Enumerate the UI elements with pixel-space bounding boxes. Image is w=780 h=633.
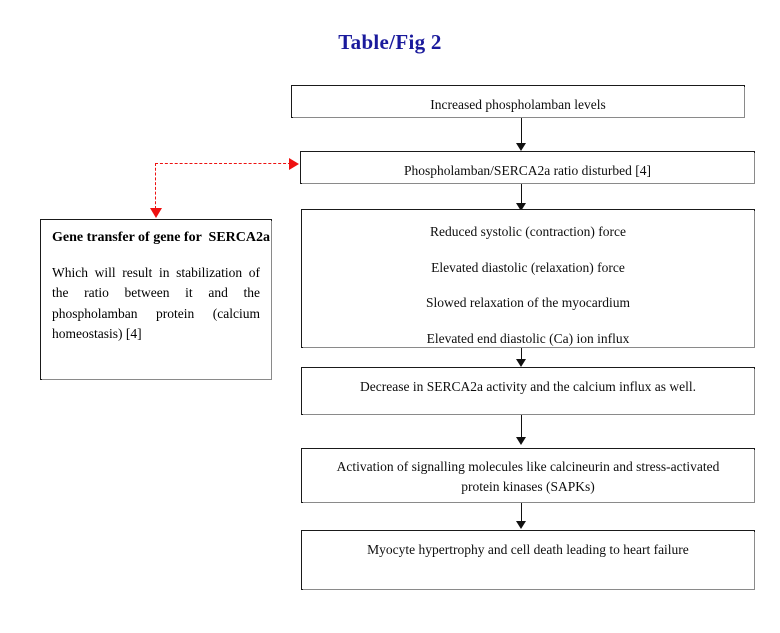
arrowhead-box2-to-box3 — [516, 203, 526, 211]
arrowhead-box3-to-box4 — [516, 359, 526, 367]
effect-line-list: Reduced systolic (contraction) force Ele… — [302, 210, 754, 348]
effect-line: Slowed relaxation of the myocardium — [426, 295, 630, 311]
connector-box1-to-box2 — [521, 118, 522, 146]
flow-box-downstream-effects: Reduced systolic (contraction) force Ele… — [301, 209, 755, 348]
arrowhead-box4-to-box5 — [516, 437, 526, 445]
note-box-gene-transfer: Gene transfer of gene for SERCA2a Which … — [40, 219, 272, 380]
flow-box-label: Phospholamban/SERCA2a ratio disturbed [4… — [403, 163, 652, 178]
flow-box-label: Activation of signalling molecules like … — [336, 459, 720, 494]
effect-line: Reduced systolic (contraction) force — [429, 224, 627, 239]
flow-box-label: Myocyte hypertrophy and cell death leadi… — [367, 542, 689, 557]
arrowhead-box5-to-box6 — [516, 521, 526, 529]
flow-box-increased-phospholamban-levels: Increased phospholamban levels — [291, 85, 745, 118]
red-arrowhead-to-ratio-box — [289, 158, 299, 170]
connector-box5-to-box6 — [521, 503, 522, 525]
red-arrowhead-to-note-box — [150, 208, 162, 218]
figure-title: Table/Fig 2 — [338, 30, 442, 54]
red-dashed-vertical-segment — [155, 163, 156, 209]
red-dashed-horizontal-segment — [155, 163, 291, 164]
note-heading: Gene transfer of gene for SERCA2a — [52, 230, 271, 245]
arrowhead-box1-to-box2 — [516, 143, 526, 151]
flow-box-activation-signalling-molecules: Activation of signalling molecules like … — [301, 448, 755, 503]
connector-box3-to-box4 — [521, 348, 522, 362]
effect-line: Elevated diastolic (relaxation) force — [431, 259, 625, 275]
connector-box2-to-box3 — [521, 184, 522, 207]
connector-box4-to-box5 — [521, 415, 522, 439]
flow-box-ratio-disturbed: Phospholamban/SERCA2a ratio disturbed [4… — [300, 151, 755, 184]
flow-box-label: Increased phospholamban levels — [430, 97, 606, 112]
effect-line: Elevated end diastolic (Ca) ion influx — [426, 330, 630, 346]
flow-box-decrease-serca2a-activity: Decrease in SERCA2a activity and the cal… — [301, 367, 755, 415]
note-body: Which will result in stabilization of th… — [52, 265, 260, 341]
flow-box-myocyte-hypertrophy: Myocyte hypertrophy and cell death leadi… — [301, 530, 755, 590]
flow-box-label: Decrease in SERCA2a activity and the cal… — [360, 379, 696, 394]
